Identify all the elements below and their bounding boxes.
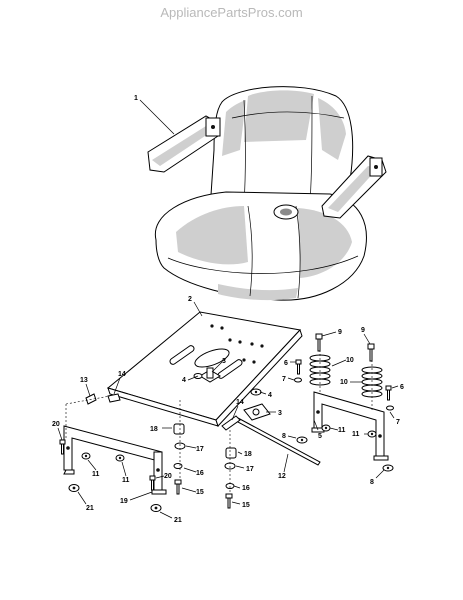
callout-3-pan: 3	[222, 358, 226, 365]
callout-11-d: 11	[352, 431, 360, 438]
bushing-18-right[interactable]	[225, 447, 237, 459]
callout-18-left: 18	[150, 426, 158, 433]
nut-11-right-a[interactable]	[321, 424, 331, 432]
bolt-top-right[interactable]	[367, 343, 375, 362]
callout-11-c: 11	[338, 427, 346, 434]
callout-10-left: 10	[346, 357, 354, 364]
washer-7-right[interactable]	[386, 405, 394, 411]
callout-3-knob: 3	[278, 410, 282, 417]
callout-17-right: 17	[246, 466, 254, 473]
washer-7-left[interactable]	[294, 377, 302, 383]
callout-21-right: 21	[174, 517, 182, 524]
callout-19: 19	[120, 498, 128, 505]
knob-on-pan[interactable]	[199, 367, 221, 383]
callout-11-a: 11	[92, 471, 100, 478]
leader-lines	[57, 99, 399, 519]
washer-16-left[interactable]	[173, 463, 183, 469]
callout-6-left: 6	[284, 360, 288, 367]
callout-20-right: 20	[164, 473, 172, 480]
pin-14[interactable]	[107, 393, 121, 403]
alignment-lines	[65, 350, 373, 494]
callout-21-left: 21	[86, 505, 94, 512]
callout-7-left: 7	[282, 376, 286, 383]
callout-14-left: 14	[118, 371, 126, 378]
bushing-18-left[interactable]	[173, 423, 185, 435]
callout-15-right: 15	[242, 502, 250, 509]
bolt-top-left[interactable]	[315, 333, 323, 352]
left-bracket[interactable]	[63, 425, 167, 495]
callout-12: 12	[278, 473, 286, 480]
callout-9-right: 9	[361, 327, 365, 334]
seat-pan[interactable]	[106, 311, 303, 427]
callout-18-right: 18	[244, 451, 252, 458]
nut-11-mid[interactable]	[115, 454, 125, 462]
callout-8-left: 8	[282, 433, 286, 440]
nut-8-left[interactable]	[296, 436, 308, 444]
callout-2: 2	[188, 296, 192, 303]
bolt-20-left[interactable]	[59, 439, 66, 455]
nut-8-right[interactable]	[382, 464, 394, 472]
callout-16-right: 16	[242, 485, 250, 492]
callout-5: 5	[318, 433, 322, 440]
callout-8-right: 8	[370, 479, 374, 486]
callout-1: 1	[134, 95, 138, 102]
clip-13[interactable]	[85, 393, 97, 405]
callout-6-right: 6	[400, 384, 404, 391]
callout-16-left: 16	[196, 470, 204, 477]
callout-17-left: 17	[196, 446, 204, 453]
bolt-6-left[interactable]	[295, 359, 302, 375]
right-bracket[interactable]	[311, 391, 389, 461]
bolt-20-right[interactable]	[149, 475, 156, 491]
callouts: 1 2 3 3 4 4 5 6 6 7 7 8 8 9 9 10 10 11 1…	[52, 95, 404, 524]
callout-13: 13	[80, 377, 88, 384]
callout-10-right: 10	[340, 379, 348, 386]
adjustment-knob[interactable]	[243, 403, 271, 421]
bolt-15-right[interactable]	[225, 493, 233, 509]
callout-7-right: 7	[396, 419, 400, 426]
bolt-15-left[interactable]	[174, 479, 182, 495]
callout-20-left: 20	[52, 421, 60, 428]
callout-4-right: 4	[268, 392, 272, 399]
nut-11-right-b[interactable]	[367, 430, 377, 438]
nut-21-left[interactable]	[68, 484, 80, 492]
nut-21-right[interactable]	[150, 504, 162, 512]
seat-assembly[interactable]	[147, 86, 387, 301]
nut-4-pan[interactable]	[250, 388, 262, 396]
handle-14[interactable]	[221, 415, 241, 431]
callout-15-left: 15	[196, 489, 204, 496]
callout-14-right: 14	[236, 399, 244, 406]
watermark: AppliancePartsPros.com	[160, 5, 303, 20]
callout-9-left: 9	[338, 329, 342, 336]
callout-4-left: 4	[182, 377, 186, 384]
nut-11-left[interactable]	[81, 452, 91, 460]
bolt-6-right[interactable]	[385, 385, 392, 401]
callout-11-b: 11	[122, 477, 130, 484]
